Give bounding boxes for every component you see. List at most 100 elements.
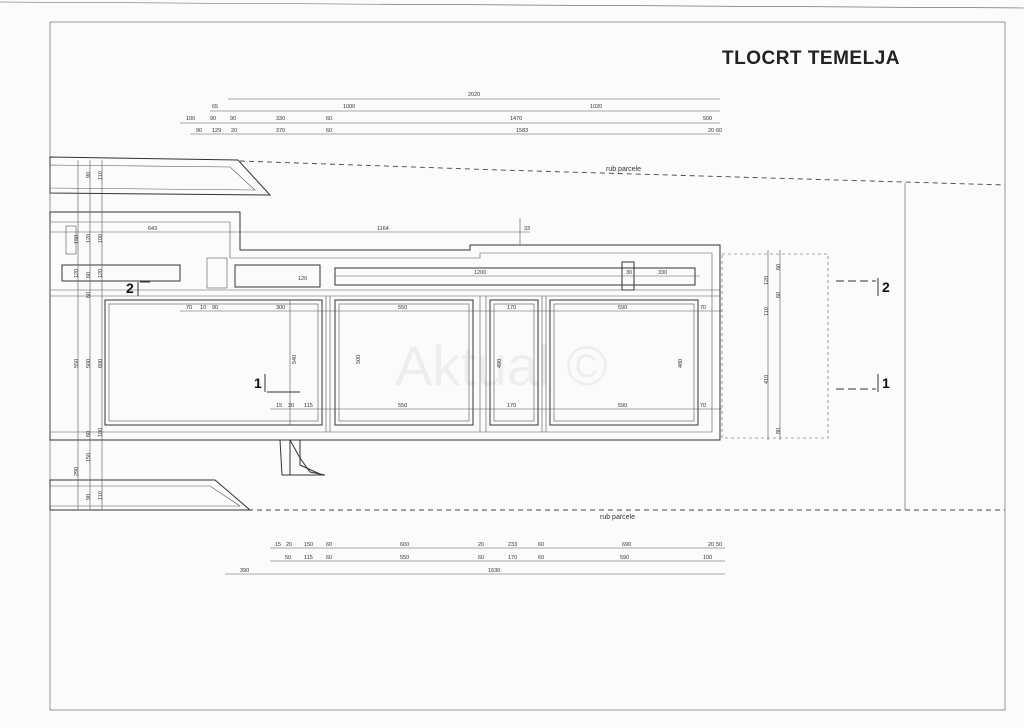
dim-label: 500 bbox=[356, 355, 362, 364]
dim-label: 500 bbox=[86, 359, 92, 368]
plan-dimensions: 643 1164 33 1200 330 30 120 70 10 90 300… bbox=[50, 226, 722, 425]
section-marker-1-left: 1 bbox=[254, 375, 262, 391]
watermark: Aktual © bbox=[395, 334, 607, 397]
dim-label: 50 bbox=[716, 542, 722, 548]
dim-label: 110 bbox=[98, 491, 104, 500]
foundation-cell bbox=[549, 299, 699, 426]
dim-label: 410 bbox=[764, 375, 770, 384]
parcel-boundary-top bbox=[239, 160, 1006, 186]
dim-label: 590 bbox=[618, 403, 627, 409]
page-title: TLOCRT TEMELJA bbox=[722, 48, 900, 69]
dim-label: 100 bbox=[703, 555, 712, 561]
dim-label: 150 bbox=[86, 453, 92, 462]
dim-label: 500 bbox=[703, 116, 712, 122]
dim-label: 33 bbox=[524, 226, 530, 232]
dim-label: 90 bbox=[86, 172, 92, 178]
dim-label: 90 bbox=[230, 116, 236, 122]
foundation-strip bbox=[334, 267, 696, 286]
dim-label: 30 bbox=[626, 270, 632, 276]
dim-label: 30 bbox=[288, 403, 294, 409]
foundation-strip bbox=[234, 264, 321, 288]
dim-label: 540 bbox=[292, 355, 298, 364]
dim-label: 60 bbox=[478, 555, 484, 561]
dim-label: 60 bbox=[326, 555, 332, 561]
parcel-label-bottom: rub parcele bbox=[600, 514, 635, 521]
dim-label: 1000 bbox=[343, 104, 355, 110]
section-markers: 2 2 1 1 bbox=[126, 278, 890, 393]
section-marker-1-right: 1 bbox=[882, 375, 890, 391]
right-dimension-chains: 120 60 60 110 410 80 bbox=[764, 250, 782, 440]
left-dimension-chains: 90 110 150 120 100 120 60 120 60 550 500… bbox=[74, 160, 104, 510]
dim-label: 550 bbox=[398, 403, 407, 409]
dim-label: 550 bbox=[74, 359, 80, 368]
dim-label: 115 bbox=[304, 403, 313, 409]
section-marker-2-left: 2 bbox=[126, 280, 134, 296]
dim-label: 110 bbox=[98, 171, 104, 180]
dim-label: 60 bbox=[86, 292, 92, 298]
dim-label: 150 bbox=[304, 542, 313, 548]
dim-label: 480 bbox=[678, 359, 684, 368]
dim-label: 590 bbox=[618, 305, 627, 311]
dim-label: 590 bbox=[620, 555, 629, 561]
dim-label: 600 bbox=[400, 542, 409, 548]
dim-label: 20 bbox=[231, 128, 237, 134]
dim-label: 370 bbox=[276, 128, 285, 134]
dim-label: 129 bbox=[212, 128, 221, 134]
dim-label: 60 bbox=[776, 292, 782, 298]
dim-label: 643 bbox=[148, 226, 157, 232]
dim-label: 60 bbox=[86, 431, 92, 437]
dim-label: 120 bbox=[74, 269, 80, 278]
dim-label: 330 bbox=[658, 270, 667, 276]
dim-label: 120 bbox=[764, 276, 770, 285]
dim-label: 90 bbox=[86, 494, 92, 500]
dim-label: 80 bbox=[776, 428, 782, 434]
terrace-outline bbox=[721, 253, 829, 439]
dim-label: 50 bbox=[285, 555, 291, 561]
dim-label: 1470 bbox=[510, 116, 522, 122]
dim-label: 60 bbox=[86, 272, 92, 278]
dim-label: 90 bbox=[210, 116, 216, 122]
dim-label: 1583 bbox=[516, 128, 528, 134]
foundation-cells bbox=[50, 218, 720, 432]
dim-label: 690 bbox=[622, 542, 631, 548]
dim-label: 170 bbox=[508, 555, 517, 561]
dim-label: 115 bbox=[304, 555, 313, 561]
dim-top-total: 2020 bbox=[468, 92, 480, 98]
foundation-strip bbox=[61, 264, 181, 282]
dim-label: 60 bbox=[538, 555, 544, 561]
dim-label: 120 bbox=[86, 234, 92, 243]
parcel-label-top: rub parcele bbox=[606, 166, 641, 173]
dim-label: 600 bbox=[98, 359, 104, 368]
dim-label: 110 bbox=[764, 307, 770, 316]
dim-label: 60 bbox=[776, 264, 782, 270]
dim-label: 233 bbox=[508, 542, 517, 548]
dim-label: 1020 bbox=[590, 104, 602, 110]
dim-label: 300 bbox=[276, 305, 285, 311]
foundation-cell bbox=[104, 299, 323, 426]
dim-label: 120 bbox=[98, 269, 104, 278]
dim-label: 290 bbox=[74, 467, 80, 476]
dim-label: 70 bbox=[700, 403, 706, 409]
dim-label: 1630 bbox=[488, 568, 500, 574]
dim-label: 1200 bbox=[474, 270, 486, 276]
dim-label: 490 bbox=[497, 359, 503, 368]
dim-label: 120 bbox=[298, 276, 307, 282]
section-marker-2-right: 2 bbox=[882, 279, 890, 295]
dim-label: 100 bbox=[98, 428, 104, 437]
dim-label: 20 bbox=[286, 542, 292, 548]
dim-label: 170 bbox=[507, 305, 516, 311]
dim-label: 1164 bbox=[377, 226, 389, 232]
dim-label: 60 bbox=[716, 128, 722, 134]
dim-label: 550 bbox=[398, 305, 407, 311]
dim-label: 70 bbox=[700, 305, 706, 311]
dim-label: 10 bbox=[200, 305, 206, 311]
dim-label: 100 bbox=[98, 234, 104, 243]
dim-label: 70 bbox=[186, 305, 192, 311]
dim-label: 15 bbox=[275, 542, 281, 548]
dim-label: 60 bbox=[326, 128, 332, 134]
dim-label: 150 bbox=[74, 235, 80, 244]
dim-label: 100 bbox=[186, 116, 195, 122]
dim-label: 60 bbox=[538, 542, 544, 548]
